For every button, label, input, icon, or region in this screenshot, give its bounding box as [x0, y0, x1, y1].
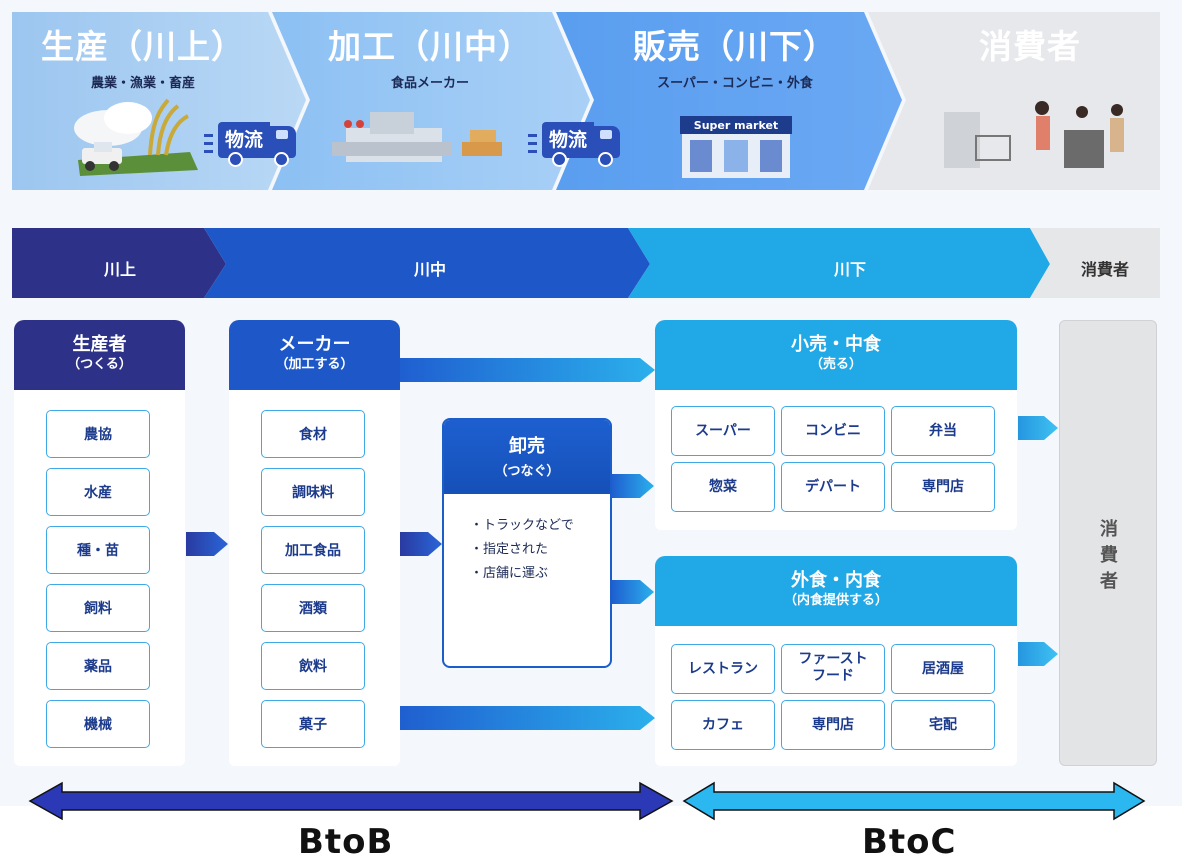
producers-header: 生産者 （つくる）: [14, 320, 185, 390]
retail-panel: スーパー コンビニ 弁当 惣菜 デパート 専門店: [655, 390, 1017, 530]
stage-consumer-title: 消費者: [979, 27, 1081, 66]
producer-item: 機械: [46, 700, 150, 748]
retail-header: 小売・中食 （売る）: [655, 320, 1017, 390]
wholesale-note: ・店舗に運ぶ: [470, 566, 549, 581]
phase-midstream-label: 川中: [413, 260, 446, 279]
flow-arrow-wholesale-to-foodservice: [612, 580, 654, 604]
retail-item: 弁当: [891, 406, 995, 456]
logistics-label: 物流: [218, 122, 270, 158]
wholesale-header: 卸売 （つなぐ）: [444, 420, 610, 494]
producers-panel: 農協 水産 種・苗 飼料 薬品 機械: [14, 390, 185, 766]
phase-consumer-label: 消費者: [1080, 260, 1129, 279]
consumer-box: 消 費 者: [1059, 320, 1157, 766]
retail-title: 小売・中食: [791, 334, 881, 355]
flow-arrow-wholesale-to-retail: [612, 474, 654, 498]
makers-subtitle: （加工する）: [275, 357, 354, 372]
stage-midstream-subtitle: 食品メーカー: [390, 76, 469, 91]
phase-upstream-label: 川上: [103, 260, 136, 279]
logistics-truck-2: 物流: [528, 118, 624, 167]
phase-downstream-label: 川下: [833, 260, 866, 279]
producer-item: 薬品: [46, 642, 150, 690]
btob-label: BtoB: [298, 822, 394, 862]
foodservice-item: カフェ: [671, 700, 775, 750]
phase-downstream-shape: [628, 228, 1050, 298]
makers-panel: 食材 調味料 加工食品 酒類 飲料 菓子: [229, 390, 400, 766]
wholesale-subtitle: （つなぐ）: [494, 464, 560, 479]
makers-header: メーカー （加工する）: [229, 320, 400, 390]
farm-illustration: [74, 98, 198, 176]
consumer-char: 者: [1100, 571, 1118, 592]
flow-arrow-foodservice-to-consumer: [1018, 642, 1058, 666]
flow-arrow-maker-to-foodservice: [400, 706, 655, 730]
wholesale-box: 卸売 （つなぐ） ・トラックなどで ・指定された ・店舗に運ぶ: [442, 418, 612, 668]
foodservice-panel: レストラン ファースト フード 居酒屋 カフェ 専門店 宅配: [655, 626, 1017, 766]
consumer-char: 消: [1100, 519, 1118, 540]
phase-upstream-shape: [12, 228, 226, 298]
stage-downstream-shape: [556, 12, 902, 190]
retail-item: 惣菜: [671, 462, 775, 512]
wholesale-title: 卸売: [509, 436, 545, 457]
btoc-label: BtoC: [862, 822, 957, 862]
makers-title: メーカー: [278, 334, 351, 355]
stage-downstream-title: 販売（川下）: [633, 27, 837, 66]
flow-arrow-retail-to-consumer: [1018, 416, 1058, 440]
foodservice-title: 外食・内食: [791, 570, 881, 591]
producer-item: 水産: [46, 468, 150, 516]
maker-item: 調味料: [261, 468, 365, 516]
foodservice-item: ファースト フード: [781, 644, 885, 694]
stage-upstream-title: 生産（川上）: [41, 27, 245, 66]
flow-arrow-producer-to-maker: [186, 532, 228, 556]
foodservice-item: 宅配: [891, 700, 995, 750]
retail-item: スーパー: [671, 406, 775, 456]
retail-item: 専門店: [891, 462, 995, 512]
wholesale-note: ・トラックなどで: [470, 518, 574, 533]
supermarket-illustration: Super market: [680, 116, 792, 178]
shoppers-illustration: [944, 101, 1124, 168]
logistics-label: 物流: [542, 122, 594, 158]
retail-item: デパート: [781, 462, 885, 512]
logistics-truck-1: 物流: [204, 118, 300, 167]
maker-item: 食材: [261, 410, 365, 458]
foodservice-header: 外食・内食 （内食提供する）: [655, 556, 1017, 626]
maker-item: 飲料: [261, 642, 365, 690]
producer-item: 飼料: [46, 584, 150, 632]
producers-title: 生産者: [72, 334, 127, 355]
store-sign: Super market: [694, 119, 778, 132]
phase-consumer-shape: [1030, 228, 1160, 298]
phase-midstream-shape: [204, 228, 650, 298]
maker-item: 酒類: [261, 584, 365, 632]
producers-subtitle: （つくる）: [67, 357, 132, 372]
producer-item: 種・苗: [46, 526, 150, 574]
retail-subtitle: （売る）: [809, 357, 862, 372]
foodservice-item: 専門店: [781, 700, 885, 750]
stage-upstream-subtitle: 農業・漁業・畜産: [90, 76, 195, 91]
btoc-span-arrow: [682, 781, 1146, 821]
maker-item: 菓子: [261, 700, 365, 748]
flow-arrow-maker-to-wholesale: [400, 532, 442, 556]
consumer-char: 費: [1100, 545, 1118, 566]
flow-arrow-maker-to-retail: [400, 358, 655, 382]
maker-item: 加工食品: [261, 526, 365, 574]
foodservice-subtitle: （内食提供する）: [783, 593, 888, 608]
stage-downstream-subtitle: スーパー・コンビニ・外食: [657, 76, 813, 91]
wholesale-note: ・指定された: [470, 542, 549, 557]
btob-span-arrow: [28, 781, 674, 821]
foodservice-item: 居酒屋: [891, 644, 995, 694]
stage-midstream-title: 加工（川中）: [328, 27, 532, 66]
producer-item: 農協: [46, 410, 150, 458]
factory-illustration: [332, 112, 502, 162]
foodservice-item: レストラン: [671, 644, 775, 694]
retail-item: コンビニ: [781, 406, 885, 456]
phase-band: [12, 228, 1160, 298]
